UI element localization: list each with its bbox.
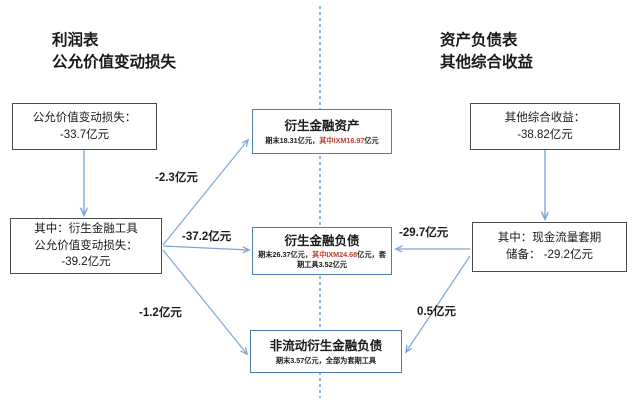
- node-fair-value-change-loss[interactable]: 公允价值变动损失： -33.7亿元: [12, 103, 157, 150]
- arrow-pl-mid-to-liability: [162, 245, 249, 250]
- right-title-line-2: 其他综合收益: [440, 54, 534, 72]
- right-section-title: 资产负债表 其他综合收益: [440, 30, 533, 75]
- node-asset-detail: 期末18.31亿元，其中IXM16.97亿元: [263, 136, 380, 145]
- node-noncurrent-detail: 期末3.57亿元，全部为套期工具: [275, 355, 377, 365]
- node-liability-detail: 期末26.37亿元，其中IXM24.68亿元，套期工具3.52亿元: [253, 250, 391, 268]
- node-derivative-financial-liabilities[interactable]: 衍生金融负债 期末26.37亿元，其中IXM24.68亿元，套期工具3.52亿元: [252, 227, 392, 275]
- node-asset-detail-part-1: 期末18.31亿元，: [265, 135, 320, 145]
- edge-label-bs-mid-to-noncurrent: 0.5亿元: [417, 306, 456, 318]
- node-asset-detail-highlight: 其中IXM16.97: [319, 135, 365, 145]
- node-bs-top-line-1: 其他综合收益：: [504, 111, 586, 124]
- edge-label-bs-mid-to-liability: -29.7亿元: [399, 227, 449, 239]
- node-derivative-financial-assets[interactable]: 衍生金融资产 期末18.31亿元，其中IXM16.97亿元: [252, 109, 392, 154]
- node-asset-detail-part-2: 亿元: [364, 135, 379, 145]
- node-bs-top-line-2: -38.82亿元: [517, 128, 573, 141]
- node-asset-heading: 衍生金融资产: [284, 119, 360, 134]
- node-bs-mid-line-1: 其中：现金流量套期: [497, 232, 602, 245]
- arrow-pl-mid-to-noncurrent: [162, 249, 247, 354]
- left-section-title: 利润表 公允价值变动损失: [52, 30, 176, 75]
- node-other-comprehensive-income[interactable]: 其他综合收益： -38.82亿元: [470, 103, 620, 150]
- node-noncurrent-derivative-liabilities[interactable]: 非流动衍生金融负债 期末3.57亿元，全部为套期工具: [250, 330, 402, 373]
- node-pl-mid-line-2: 公允价值变动损失：: [34, 239, 138, 252]
- node-cash-flow-hedge-reserve[interactable]: 其中：现金流量套期 储备： -29.2亿元: [472, 222, 627, 272]
- node-pl-top-line-1: 公允价值变动损失：: [32, 111, 137, 124]
- node-pl-top-line-2: -33.7亿元: [59, 128, 110, 141]
- node-bs-mid-line-2: 储备： -29.2亿元: [506, 249, 593, 261]
- node-liability-detail-part-1: 期末26.37亿元，: [258, 250, 313, 260]
- node-pl-mid-line-1: 其中：衍生金融工具: [34, 222, 138, 235]
- node-liability-detail-highlight: 其中IXM24.68: [312, 250, 358, 260]
- right-title-line-1: 资产负债表: [440, 32, 518, 49]
- node-pl-mid-line-3: -39.2亿元: [61, 256, 111, 269]
- edge-label-pl-mid-to-noncurrent: -1.2亿元: [139, 307, 182, 319]
- node-noncurrent-heading: 非流动衍生金融负债: [269, 339, 383, 354]
- node-liability-detail-part-2: 亿元，套期工具3.52亿元: [297, 250, 386, 269]
- edge-label-pl-mid-to-liability: -37.2亿元: [182, 231, 232, 243]
- node-liability-heading: 衍生金融负债: [284, 234, 360, 249]
- edge-label-pl-mid-to-asset: -2.3亿元: [155, 172, 198, 184]
- node-derivative-instrument-fv-loss[interactable]: 其中：衍生金融工具 公允价值变动损失： -39.2亿元: [10, 218, 162, 274]
- left-title-line-2: 公允价值变动损失: [52, 54, 177, 72]
- left-title-line-1: 利润表: [52, 32, 99, 49]
